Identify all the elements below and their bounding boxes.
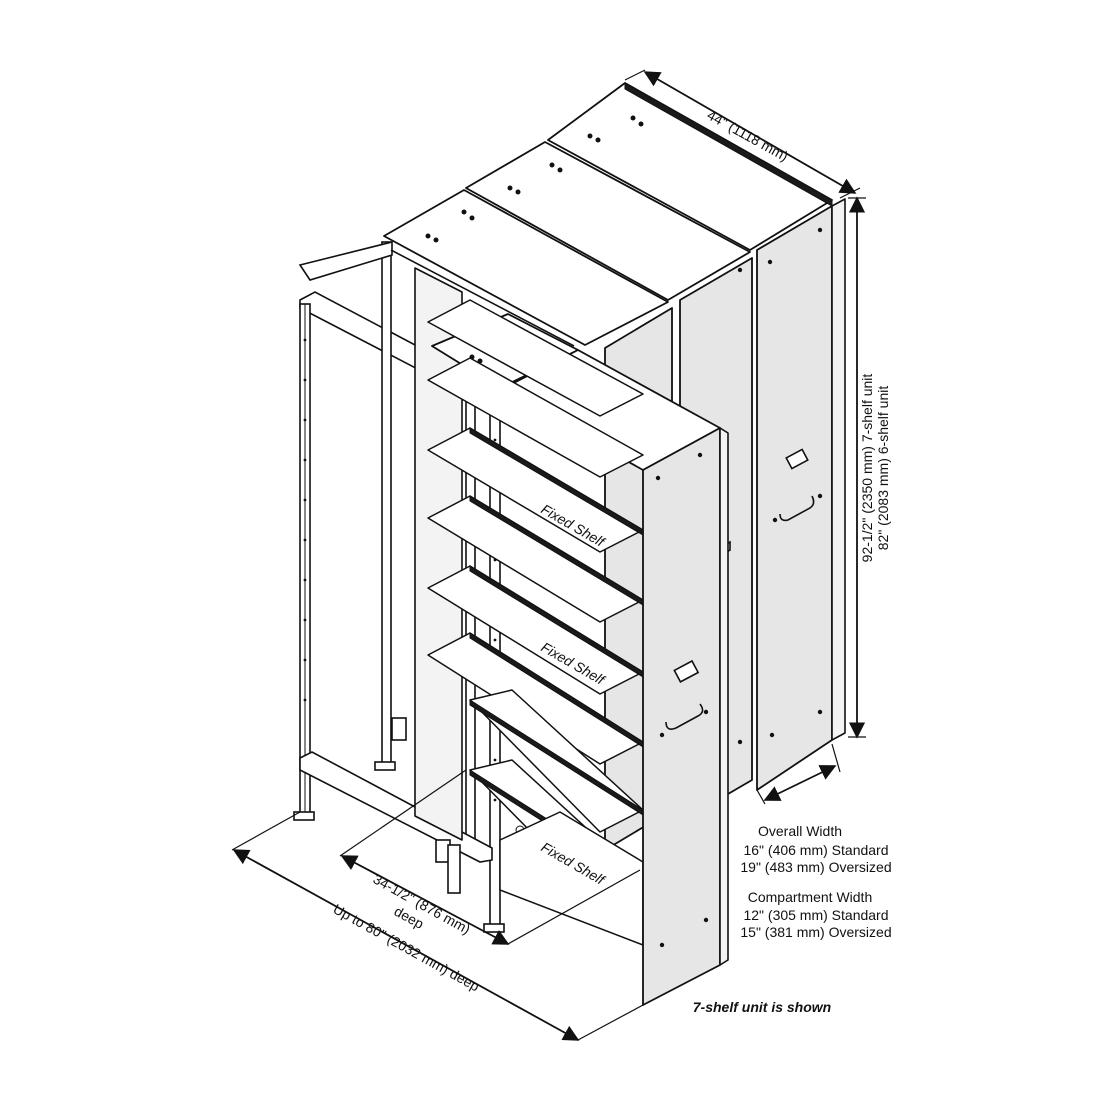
- inner-back-panel: [414, 267, 463, 841]
- front-end-panel-side: [719, 427, 729, 966]
- compartment-width-standard: 12" (305 mm) Standard: [743, 907, 888, 923]
- frame-upright-back: [381, 241, 392, 765]
- overall-width-standard: 16" (406 mm) Standard: [743, 842, 888, 858]
- end-panel-back-side: [831, 198, 846, 741]
- overall-width-title: Overall Width: [758, 823, 842, 839]
- front-label-holder: [673, 659, 700, 683]
- rear-top-plate-1: [383, 189, 669, 346]
- compartment-width-block: Compartment Width 12" (305 mm) Standard …: [740, 889, 891, 940]
- dimension-lines: [231, 69, 866, 1041]
- front-handle: [665, 703, 704, 730]
- dim-width-arrow: [643, 71, 857, 194]
- dim-outer-depth-arrow: [232, 849, 580, 1041]
- frame-top-bracket: [298, 240, 393, 281]
- label-holder-back: [785, 448, 809, 470]
- front-end-panel: [642, 427, 721, 1006]
- caption: 7-shelf unit is shown: [693, 999, 831, 1015]
- overall-width-block: Overall Width 16" (406 mm) Standard 19" …: [740, 823, 891, 875]
- frame-foot-front: [483, 923, 505, 933]
- compartment-width-title: Compartment Width: [748, 889, 872, 905]
- label-height-7shelf: 92-1/2" (2350 mm) 7-shelf unit: [859, 374, 875, 563]
- frame-bracket-3: [447, 844, 461, 894]
- rear-top-plate-2: [465, 141, 751, 301]
- overall-width-oversized: 19" (483 mm) Oversized: [740, 859, 891, 875]
- frame-bracket-1: [391, 717, 407, 741]
- frame-foot-back: [374, 761, 396, 771]
- frame-bottom-rail: [299, 751, 493, 863]
- shelf-1: [427, 357, 644, 478]
- dim-overall-width-arrow: [763, 765, 837, 801]
- label-height-group: 92-1/2" (2350 mm) 7-shelf unit 82" (2083…: [859, 374, 891, 563]
- label-height-6shelf: 82" (2083 mm) 6-shelf unit: [875, 386, 891, 551]
- compartment-width-oversized: 15" (381 mm) Oversized: [740, 924, 891, 940]
- handle-back: [779, 495, 815, 522]
